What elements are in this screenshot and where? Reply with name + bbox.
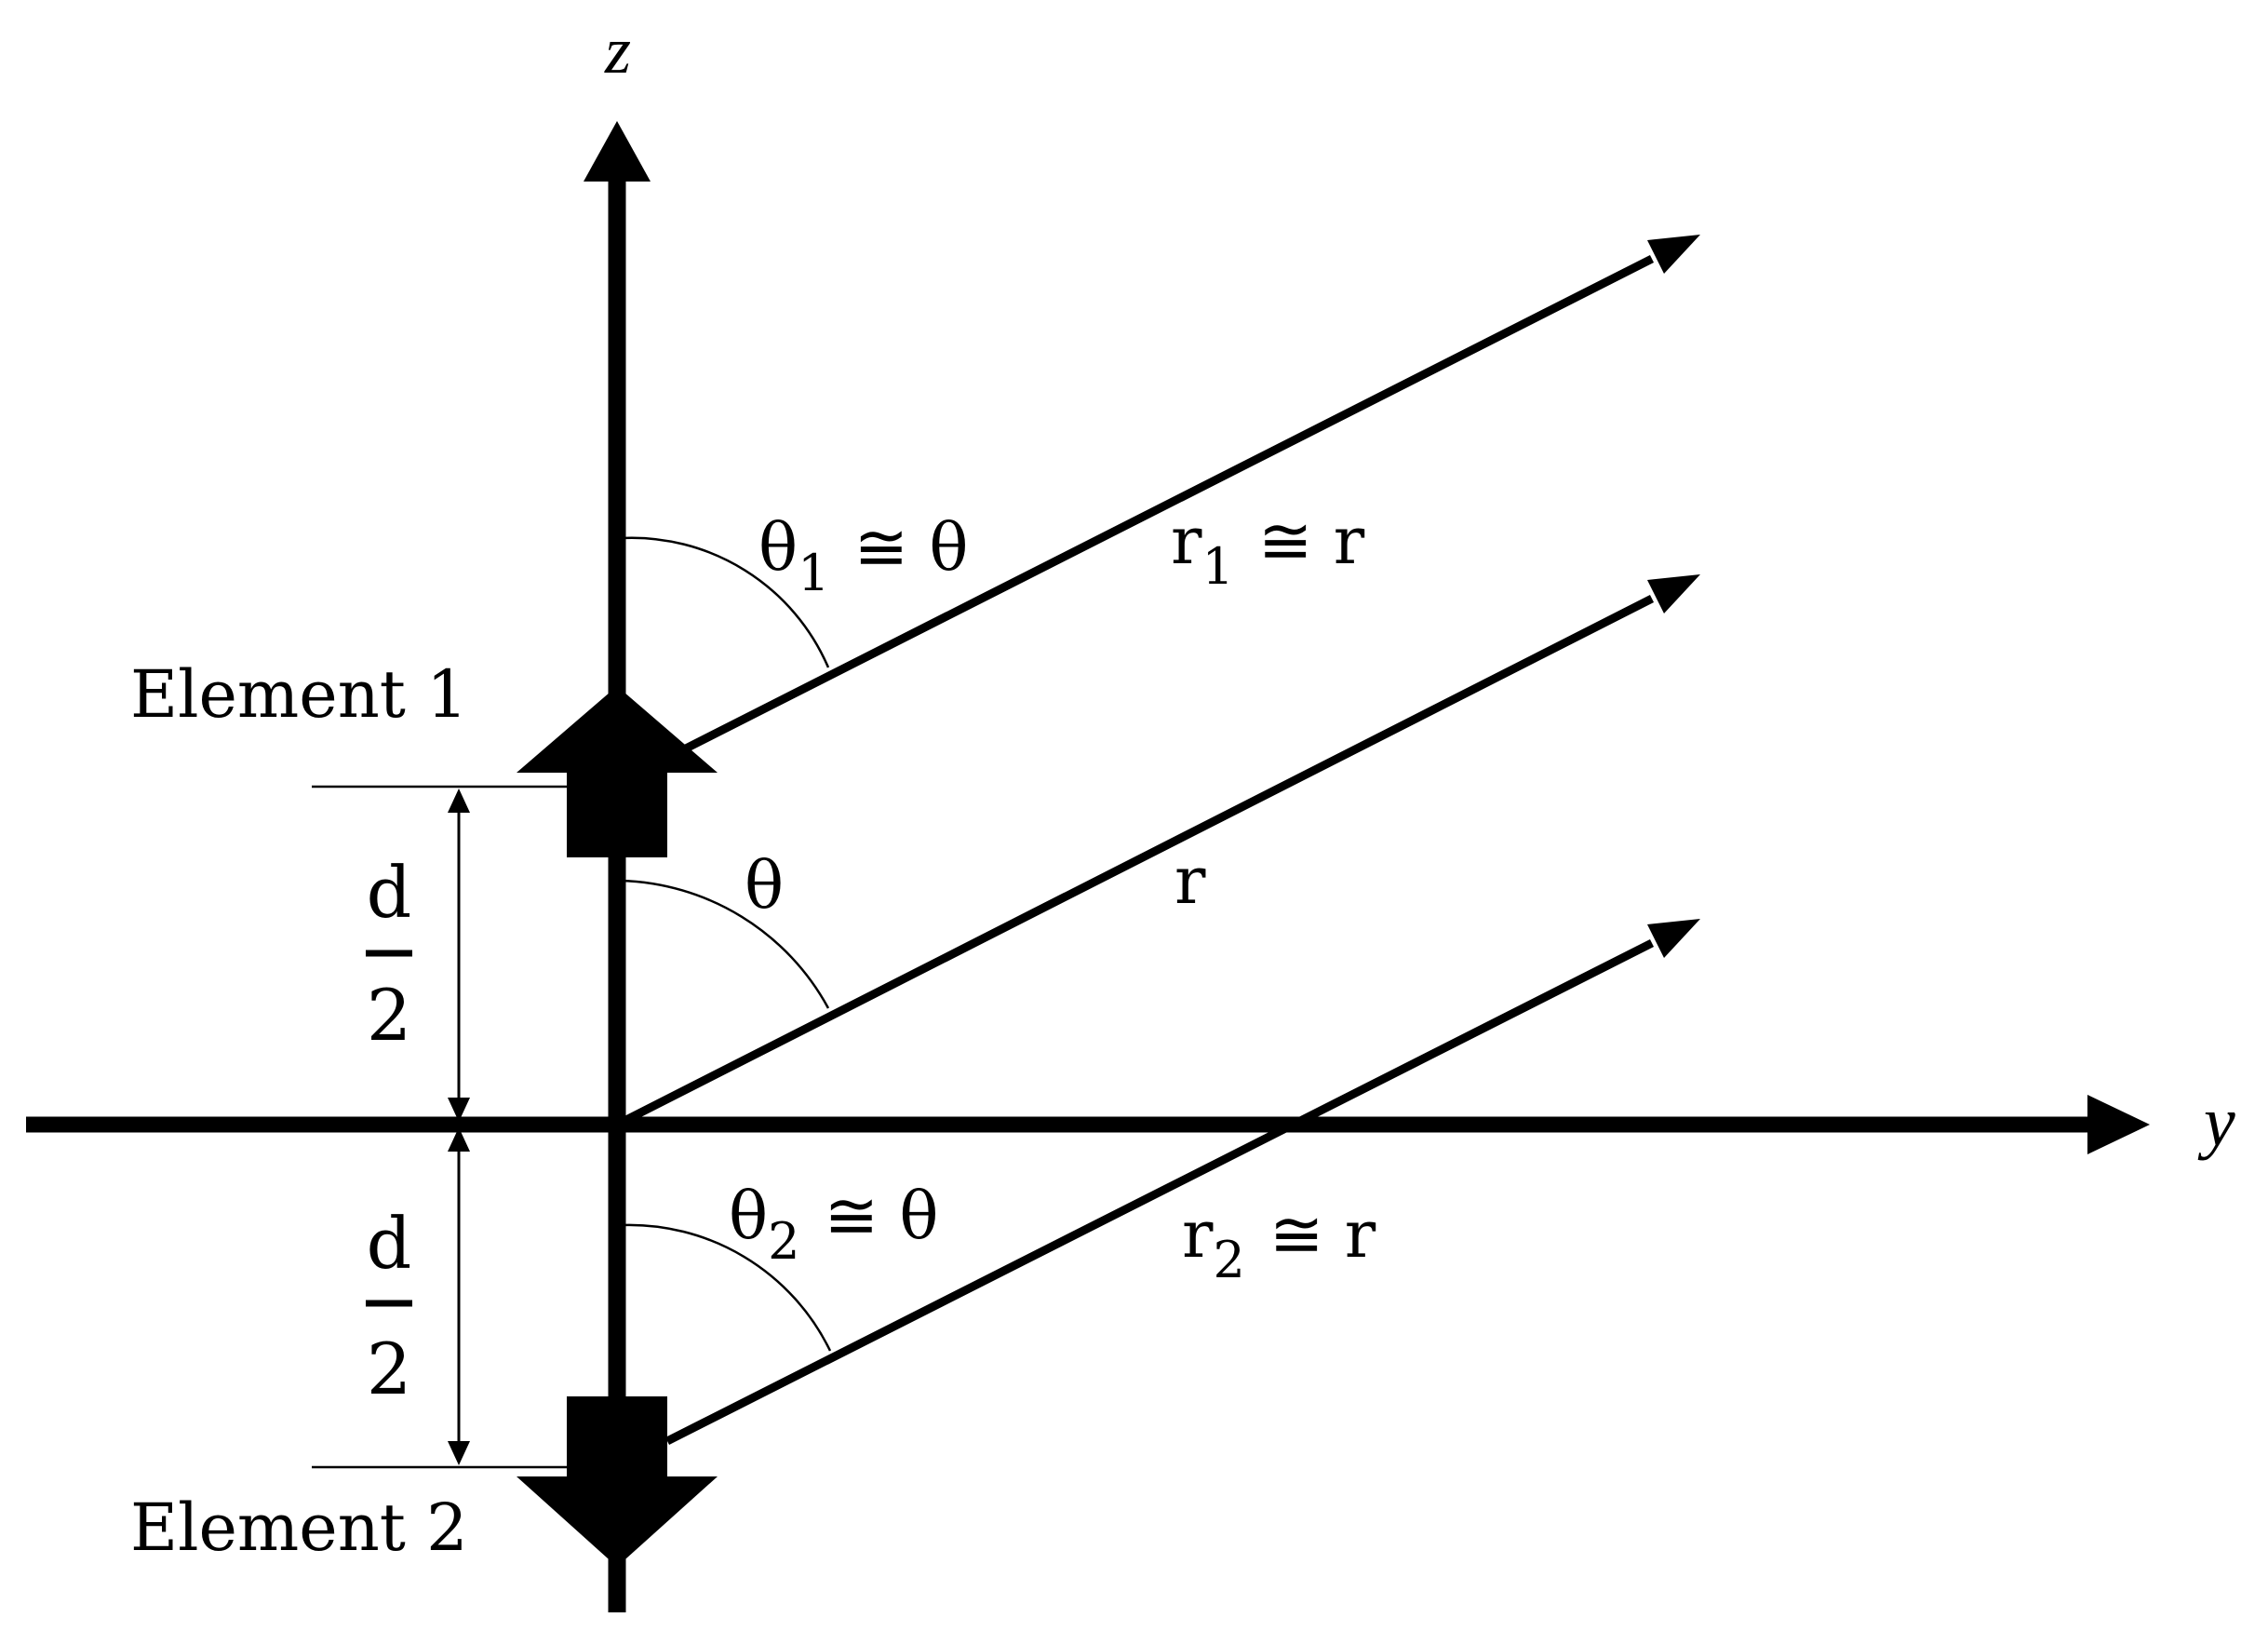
element2-arrow-icon: [517, 1396, 718, 1567]
z-axis-label: z: [604, 13, 631, 88]
upper-fraction-numerator: d: [367, 851, 412, 934]
center-ray-arrowhead: [1647, 574, 1700, 613]
y-axis-label: y: [2197, 1083, 2235, 1161]
element1-label: Element 1: [130, 656, 468, 733]
upper-angle-arc: [620, 536, 830, 668]
lower-angle-label: θ2≅ θ: [729, 1178, 939, 1271]
lower-ray-arrowhead: [1647, 919, 1700, 958]
lower-ray-line: [664, 938, 1655, 1446]
lower-fraction-denominator: 2: [367, 1328, 411, 1410]
y-axis-arrowhead: [2087, 1095, 2150, 1154]
center-ray-line: [614, 594, 1655, 1129]
element1-arrow-icon: [517, 686, 718, 857]
center-angle-arc: [620, 879, 830, 1009]
lower-angle-arc: [620, 1223, 832, 1352]
lower-spacing-dimension: [448, 1127, 470, 1465]
element2-label: Element 2: [130, 1489, 468, 1566]
upper-spacing-dimension: [448, 789, 470, 1122]
upper-distance-label: r1≅ r: [1171, 503, 1365, 596]
z-axis-arrowhead: [584, 121, 651, 182]
center-distance-label: r: [1174, 842, 1206, 919]
upper-fraction-denominator: 2: [367, 974, 411, 1057]
upper-ray-arrowhead: [1647, 235, 1700, 274]
center-angle-label: θ: [745, 847, 784, 923]
upper-ray-line: [681, 254, 1655, 754]
lower-distance-label: r2≅ r: [1182, 1196, 1376, 1289]
upper-angle-label: θ1≅ θ: [758, 509, 969, 602]
lower-fraction-numerator: d: [367, 1202, 412, 1285]
